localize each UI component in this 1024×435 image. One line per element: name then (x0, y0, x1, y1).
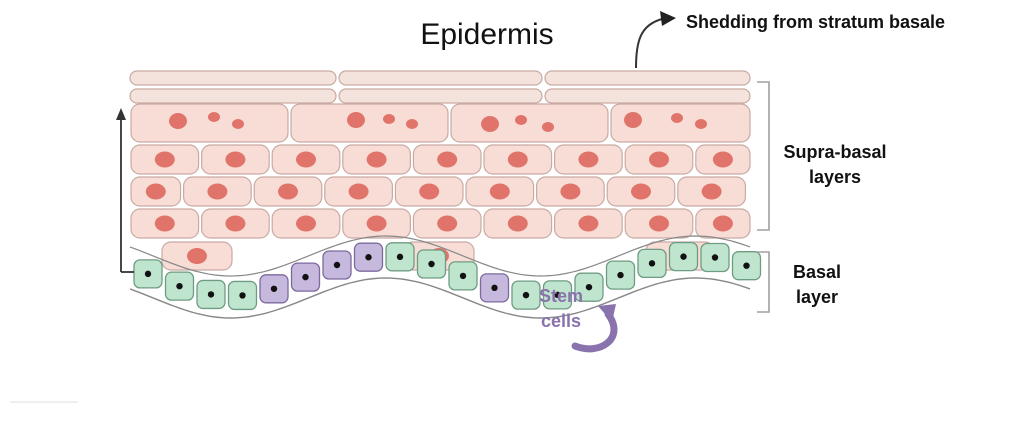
cell-nucleus (302, 273, 309, 281)
basal-bracket (757, 251, 770, 313)
cell-nucleus (711, 254, 719, 261)
differentiation-arrow (116, 108, 134, 273)
diagram-title: Epidermis (420, 18, 553, 51)
nucleus (507, 151, 528, 168)
shedding-arrow (635, 11, 676, 69)
nucleus (671, 113, 683, 123)
nucleus (232, 119, 244, 129)
nucleus (366, 215, 387, 232)
suprabasal-layers (130, 103, 751, 271)
nucleus (649, 215, 669, 232)
basal-upper-membrane (129, 235, 751, 277)
cornified-cell (544, 88, 751, 104)
supra-basal-label-line1: Supra-basal (783, 142, 886, 162)
cell-nucleus (585, 283, 593, 291)
basal-label-line1: Basal (793, 262, 841, 282)
nucleus (296, 215, 316, 232)
cornified-cell (338, 70, 543, 86)
cell-nucleus (207, 291, 215, 298)
nucleus (695, 119, 707, 129)
nucleus (187, 248, 207, 264)
cell-nucleus (239, 292, 246, 299)
nucleus (701, 183, 722, 200)
nucleus (296, 151, 316, 168)
cell-nucleus (491, 284, 498, 292)
nucleus (406, 119, 418, 129)
nucleus (348, 183, 369, 200)
supra-basal-bracket (757, 81, 770, 231)
nucleus (145, 183, 166, 200)
nucleus (624, 112, 642, 128)
nucleus (154, 151, 175, 168)
cell-nucleus (365, 254, 372, 261)
granular-cell (610, 103, 751, 143)
cornified-cell (129, 88, 337, 104)
nucleus (419, 183, 440, 200)
nucleus (169, 113, 187, 129)
nucleus (207, 183, 228, 200)
nucleus (437, 151, 458, 168)
cell-nucleus (176, 282, 183, 290)
cell-nucleus (680, 253, 687, 260)
nucleus (437, 215, 458, 232)
nucleus (347, 112, 365, 128)
stem-cells-label-line2: cells (541, 311, 581, 331)
nucleus (481, 116, 499, 132)
nucleus (649, 151, 669, 168)
cell-nucleus (617, 271, 624, 279)
nucleus (712, 151, 733, 168)
nucleus (515, 115, 527, 125)
nucleus (278, 183, 298, 200)
nucleus (578, 215, 599, 232)
nucleus (154, 215, 175, 232)
cell-nucleus (648, 260, 656, 267)
cell-nucleus (428, 260, 435, 268)
nucleus (712, 215, 733, 232)
supra-basal-label-line2: layers (809, 167, 861, 187)
cell-nucleus (144, 270, 152, 278)
nucleus (225, 151, 246, 168)
cell-nucleus (270, 285, 278, 292)
nucleus (578, 151, 599, 168)
cell-nucleus (333, 261, 341, 269)
nucleus (560, 183, 581, 200)
nucleus (489, 183, 510, 200)
granular-cell (290, 103, 449, 143)
basement-membrane (129, 277, 751, 319)
self-renewal-arrow (571, 304, 618, 353)
basal-layer (129, 235, 762, 319)
cell-nucleus (459, 272, 467, 280)
stem-cells-label-line1: Stem (539, 286, 583, 306)
cell-nucleus (522, 291, 530, 299)
nucleus (208, 112, 220, 122)
cornified-cell (338, 88, 543, 104)
cell-nucleus (396, 253, 404, 261)
cornified-layers (129, 70, 751, 104)
granular-cell (130, 103, 289, 143)
cell-nucleus (554, 291, 561, 299)
nucleus (225, 215, 246, 232)
cornified-cell (129, 70, 337, 86)
nucleus (366, 151, 387, 168)
cornified-cell (544, 70, 751, 86)
granular-cell (450, 103, 609, 143)
cell-nucleus (743, 262, 750, 269)
nucleus (542, 122, 554, 132)
nucleus (507, 215, 528, 232)
nucleus (383, 114, 395, 124)
nucleus (631, 183, 651, 200)
shedding-label: Shedding from stratum basale (686, 12, 945, 32)
basal-label-line2: layer (796, 287, 838, 307)
